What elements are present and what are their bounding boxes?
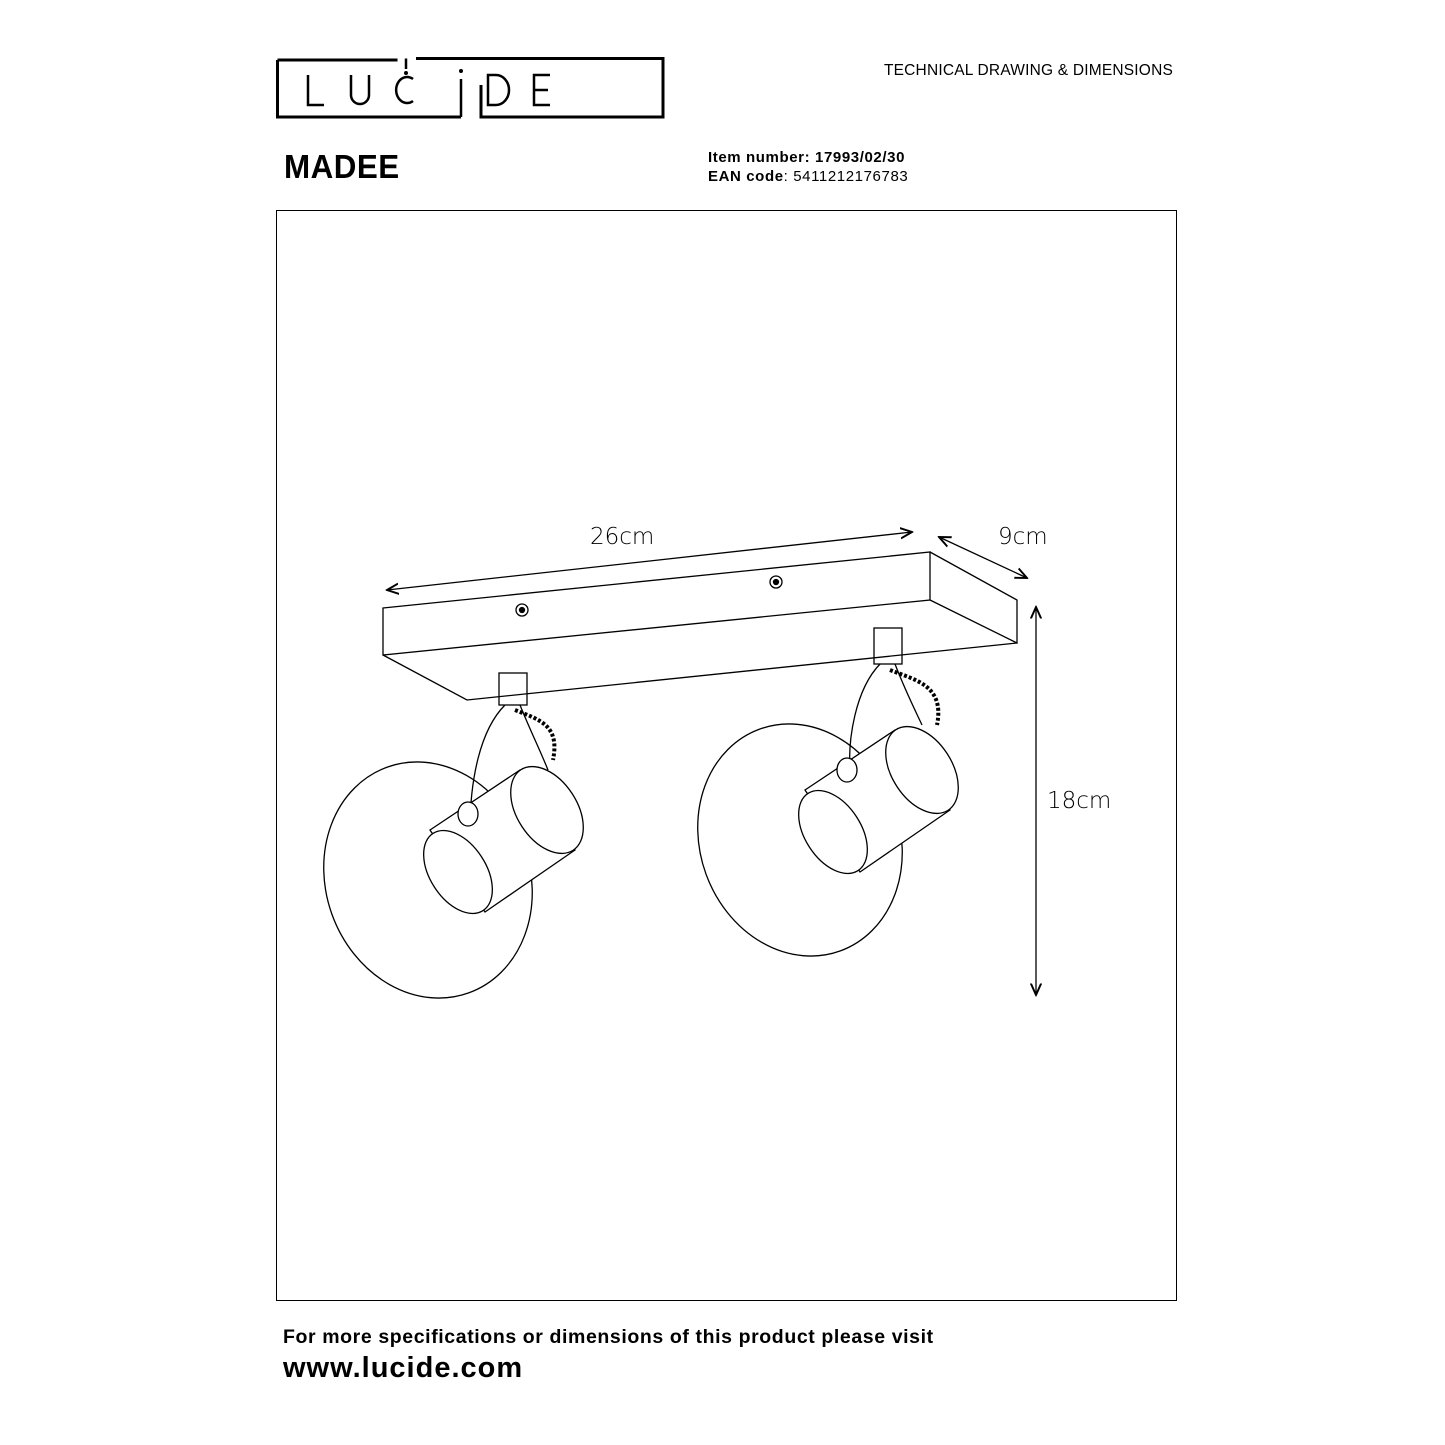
left-spotlight xyxy=(323,672,584,999)
item-number-label: Item number: xyxy=(708,149,811,166)
ean-code: : 5411212176783 xyxy=(783,168,909,185)
height-label: 18cm xyxy=(1047,788,1111,814)
document-type-heading: TECHNICAL DRAWING & DIMENSIONS xyxy=(883,62,1173,79)
product-name: MADEE xyxy=(284,148,400,185)
width-label: 26cm xyxy=(590,524,654,550)
base-plate xyxy=(382,551,1018,701)
depth-dimension-line xyxy=(939,537,1027,578)
right-spotlight xyxy=(697,627,959,957)
item-info: Item number: 17993/02/30 EAN code: 54112… xyxy=(708,148,908,186)
item-number-line: Item number: 17993/02/30 xyxy=(708,148,908,167)
item-number: 17993/02/30 xyxy=(815,149,906,166)
lucide-logo xyxy=(276,57,665,119)
ean-label: EAN code xyxy=(708,168,784,185)
ean-line: EAN code: 5411212176783 xyxy=(708,167,908,186)
depth-label: 9cm xyxy=(998,524,1048,550)
website-link[interactable]: www.lucide.com xyxy=(283,1352,524,1384)
width-dimension-line xyxy=(387,532,912,590)
drawing-frame xyxy=(276,210,1177,1301)
footer-text: For more specifications or dimensions of… xyxy=(283,1326,934,1348)
